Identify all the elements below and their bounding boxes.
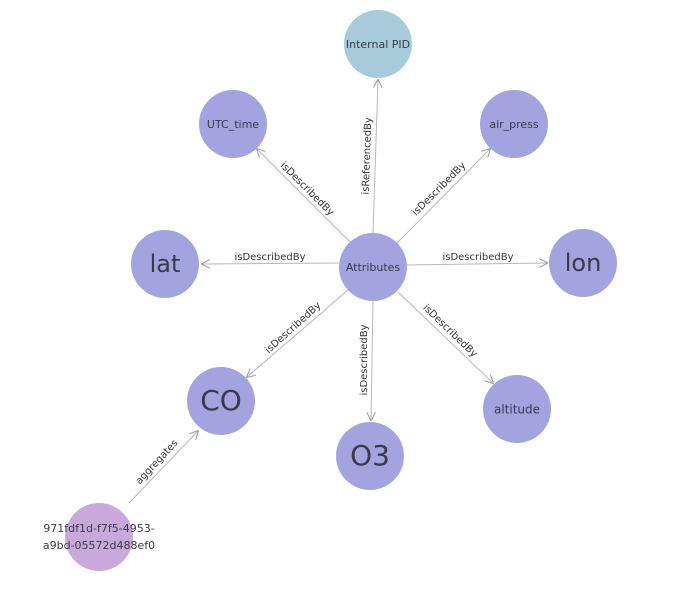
edge-line — [371, 300, 373, 420]
node-label: O3 — [350, 439, 390, 472]
edge-line — [257, 149, 352, 244]
node-circle — [336, 422, 404, 490]
node-internal-pid[interactable]: Internal PID — [344, 10, 412, 78]
node-circle — [549, 229, 617, 297]
edge-label: isDescribedBy — [234, 252, 305, 263]
edge-label: isDescribedBy — [420, 303, 479, 360]
node-circle — [480, 90, 548, 158]
edge-isreferencedby-internal-pid[interactable]: isReferencedBy — [361, 80, 378, 234]
node-circle — [65, 503, 133, 571]
node-circle — [344, 10, 412, 78]
edge-line — [396, 149, 490, 244]
node-label: lon — [565, 249, 602, 277]
node-air-press[interactable]: air_press — [480, 90, 548, 158]
edge-label: isDescribedBy — [263, 300, 323, 356]
node-label: Internal PID — [346, 38, 410, 51]
node-circle — [187, 367, 255, 435]
edge-isdescribedby-lat[interactable]: isDescribedBy — [202, 252, 340, 264]
node-lat[interactable]: lat — [131, 230, 199, 298]
node-lon[interactable]: lon — [549, 229, 617, 297]
edge-line — [372, 80, 378, 234]
node-attributes[interactable]: Attributes — [339, 233, 407, 301]
node-label: altitude — [494, 403, 540, 417]
node-utc-time[interactable]: UTC_time — [199, 90, 267, 158]
edge-isdescribedby-o3[interactable]: isDescribedBy — [359, 300, 373, 420]
nodes: Attributes Internal PID UTC_time air_pre… — [43, 10, 617, 571]
edge-line — [406, 263, 547, 265]
edge-isdescribedby-utc-time[interactable]: isDescribedBy — [257, 149, 352, 244]
edge-isdescribedby-air-press[interactable]: isDescribedBy — [396, 149, 490, 244]
node-label: lat — [150, 250, 181, 278]
edge-label: isDescribedBy — [410, 160, 468, 218]
edge-label: isDescribedBy — [359, 324, 370, 395]
edge-aggregates-co[interactable]: aggregates — [128, 431, 198, 504]
node-label: CO — [200, 384, 242, 417]
node-o3[interactable]: O3 — [336, 422, 404, 490]
node-co[interactable]: CO — [187, 367, 255, 435]
node-label: Attributes — [346, 261, 401, 274]
node-label: UTC_time — [207, 118, 259, 131]
node-circle — [131, 230, 199, 298]
edge-isdescribedby-co[interactable]: isDescribedBy — [247, 289, 349, 377]
edge-isdescribedby-lon[interactable]: isDescribedBy — [406, 252, 547, 265]
node-aggregate-uuid[interactable]: 971fdf1d-f7f5-4953- a9bd-05572d488ef0 — [43, 503, 155, 571]
edge-label: isDescribedBy — [442, 252, 513, 263]
node-label: air_press — [489, 118, 539, 131]
node-label-line-2: a9bd-05572d488ef0 — [43, 539, 155, 552]
edge-line — [128, 431, 198, 504]
edge-label: isReferencedBy — [361, 117, 375, 195]
edges: isReferencedBy isDescribedBy isDescribed… — [128, 80, 547, 504]
node-circle — [483, 375, 551, 443]
edge-line — [397, 291, 493, 383]
node-circle — [199, 90, 267, 158]
node-circle — [339, 233, 407, 301]
edge-line — [202, 263, 340, 264]
node-label-line-1: 971fdf1d-f7f5-4953- — [43, 522, 154, 535]
edge-label: aggregates — [134, 438, 181, 487]
edge-label: isDescribedBy — [278, 160, 336, 218]
edge-line — [247, 289, 349, 377]
edge-isdescribedby-altitude[interactable]: isDescribedBy — [397, 291, 493, 383]
node-altitude[interactable]: altitude — [483, 375, 551, 443]
